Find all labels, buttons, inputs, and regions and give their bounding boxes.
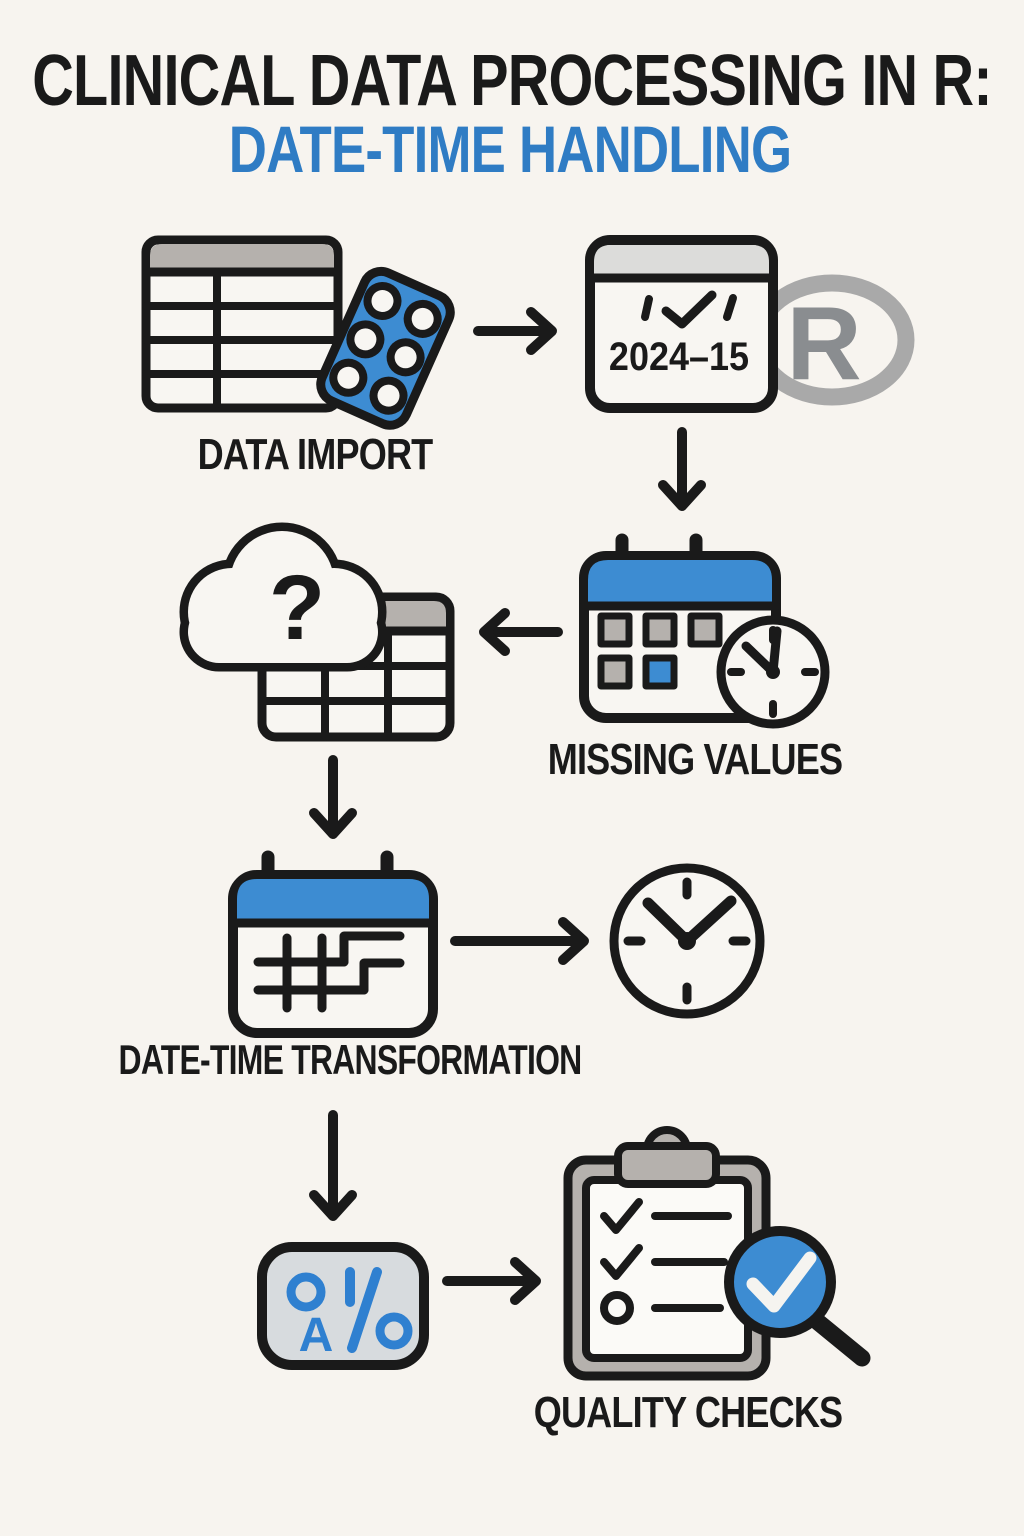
- hour-hand: [642, 897, 693, 947]
- lens-checkmark: [746, 1251, 817, 1313]
- arrow-down-1: [658, 427, 706, 511]
- checklist-check-1: [600, 1198, 643, 1234]
- clipboard-checklist-icon: [563, 1126, 771, 1381]
- page-subtitle: DATE-TIME HANDLING: [228, 112, 792, 186]
- label-quality-checks: QUALITY CHECKS: [533, 1388, 843, 1437]
- calendar-date-text: 2024–15: [608, 335, 750, 379]
- data-table-icon: [141, 235, 343, 413]
- slash-glyph: [347, 1267, 382, 1353]
- step-function-grid: [253, 931, 405, 1013]
- label-datetime-transformation: DATE-TIME TRANSFORMATION: [118, 1036, 583, 1083]
- arrow-left-1: [479, 608, 563, 656]
- clock-icon-small: [716, 615, 830, 729]
- small-o-glyph: [375, 1312, 413, 1350]
- checklist-circle-3: [600, 1291, 634, 1325]
- magnifier-check-icon: [724, 1226, 871, 1367]
- label-missing-values: MISSING VALUES: [547, 735, 843, 784]
- date-calendar-icon: [585, 235, 778, 413]
- letter-a-glyph: A: [299, 1309, 334, 1362]
- tick-mark-right: [723, 294, 737, 321]
- format-symbols-icon: A: [257, 1242, 429, 1370]
- clipboard-clip: [614, 1142, 720, 1188]
- r-logo-letter: R: [786, 286, 862, 402]
- checkmark: [661, 290, 717, 329]
- cloud-question-icon: [179, 522, 387, 672]
- tick-mark-left: [641, 295, 653, 321]
- arrow-right-1: [473, 307, 557, 355]
- pill-pack-icon: [316, 266, 455, 430]
- magnifier-handle: [809, 1313, 871, 1367]
- highlighted-day-cell: [642, 654, 678, 690]
- minute-hand: [681, 895, 737, 947]
- magnifier-lens: [724, 1226, 836, 1338]
- transformation-calendar-icon: [228, 850, 438, 1038]
- cloud-question-mark: ?: [268, 557, 326, 659]
- clock-icon-large: [609, 863, 765, 1019]
- calendar-header-blue: [588, 560, 772, 604]
- page-title: CLINICAL DATA PROCESSING IN R:: [32, 41, 992, 121]
- checklist-check-2: [600, 1244, 643, 1280]
- calendar-header-band: [594, 245, 769, 276]
- arrow-down-3: [309, 1110, 357, 1221]
- arrow-down-2: [309, 755, 357, 839]
- arrow-right-3: [442, 1257, 541, 1305]
- label-data-import: DATA IMPORT: [197, 430, 434, 479]
- calendar-header-blue: [237, 879, 429, 921]
- arrow-right-2: [450, 917, 589, 965]
- letter-o-glyph: [286, 1272, 326, 1312]
- table-header-band: [150, 244, 334, 270]
